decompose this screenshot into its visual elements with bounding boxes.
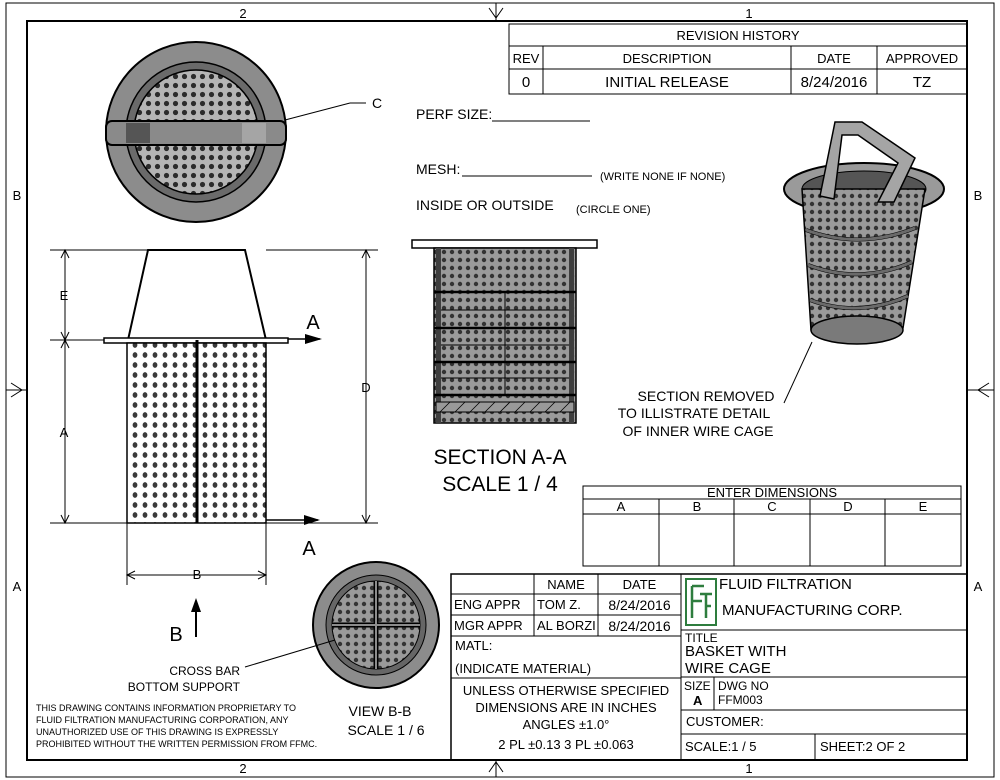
- dwg-no-value: FFM003: [718, 693, 763, 707]
- section-arrow-label-upper: A: [306, 312, 320, 334]
- cross-bar-note-line1: CROSS BAR: [169, 664, 240, 678]
- size-value: A: [693, 693, 703, 708]
- proprietary-line4: PROHIBITED WITHOUT THE WRITTEN PERMISSIO…: [36, 739, 317, 749]
- tolerance-line3: ANGLES ±1.0°: [522, 717, 610, 732]
- zone-labels: 2 1 2 1 B B A A: [13, 6, 983, 776]
- scale-label: SCALE:1 / 5: [685, 739, 757, 754]
- view-bb-scale: SCALE 1 / 6: [347, 722, 424, 738]
- section-scale: SCALE 1 / 4: [442, 473, 558, 496]
- section-title: SECTION A-A: [433, 446, 566, 469]
- description-value: INITIAL RELEASE: [605, 74, 729, 91]
- isometric-view: [783, 121, 945, 404]
- top-view: [105, 41, 366, 223]
- eng-appr-date: 8/24/2016: [608, 596, 671, 613]
- mesh-note: (WRITE NONE IF NONE): [600, 171, 725, 183]
- dim-header-e: E: [919, 499, 928, 514]
- date-value: 8/24/2016: [801, 74, 868, 91]
- mgr-appr-date: 8/24/2016: [608, 617, 671, 634]
- mgr-appr-label: MGR APPR: [454, 618, 523, 633]
- customer-label: CUSTOMER:: [686, 714, 764, 729]
- date-header: DATE: [817, 51, 851, 66]
- iso-note-line3: OF INNER WIRE CAGE: [623, 423, 774, 439]
- zone-right-upper: B: [974, 188, 983, 203]
- mesh-label: MESH:: [416, 161, 460, 177]
- dim-header-b: B: [693, 499, 702, 514]
- side-view: [50, 248, 378, 637]
- iso-note-line2: TO ILLISTRATE DETAIL: [618, 405, 771, 421]
- enter-dimensions-title: ENTER DIMENSIONS: [707, 485, 837, 500]
- eng-appr-label: ENG APPR: [454, 597, 521, 612]
- title-block: [450, 573, 968, 761]
- material-label: MATL:: [455, 638, 493, 653]
- tolerance-line1: UNLESS OTHERWISE SPECIFIED: [462, 683, 670, 698]
- view-bb-title: VIEW B-B: [348, 703, 411, 719]
- zone-top-right: 1: [745, 6, 752, 21]
- zone-left-lower: A: [13, 579, 22, 594]
- size-label: SIZE: [684, 679, 711, 693]
- rev-header: REV: [513, 51, 540, 66]
- section-arrow-label-lower: A: [302, 538, 316, 560]
- company-name-line2: MANUFACTURING CORP.: [722, 602, 903, 619]
- zone-bottom-right: 1: [745, 761, 752, 776]
- enter-dimensions-table: [582, 485, 962, 567]
- proprietary-line2: FLUID FILTRATION MANUFACTURING CORPORATI…: [36, 715, 289, 725]
- date-header-approvals: DATE: [622, 576, 657, 592]
- zone-left-upper: B: [13, 188, 22, 203]
- approved-value: TZ: [913, 74, 931, 91]
- dim-b-label: B: [193, 567, 202, 582]
- inside-outside-note: (CIRCLE ONE): [576, 204, 651, 216]
- dim-e-label: E: [60, 288, 69, 303]
- mgr-appr-name: AL BORZI: [537, 618, 596, 633]
- description-header: DESCRIPTION: [623, 51, 712, 66]
- section-a-a-view: [411, 239, 598, 424]
- revision-history-title: REVISION HISTORY: [676, 28, 799, 43]
- sheet-label: SHEET:2 OF 2: [820, 739, 906, 754]
- callout-c: C: [372, 95, 382, 111]
- revision-history-table: [508, 23, 968, 95]
- proprietary-line3: UNAUTHORIZED USE OF THIS DRAWING IS EXPR…: [36, 727, 278, 737]
- dim-header-c: C: [767, 499, 776, 514]
- view-arrow-label: B: [169, 624, 182, 646]
- zone-bottom-left: 2: [239, 761, 246, 776]
- proprietary-line1: THIS DRAWING CONTAINS INFORMATION PROPRI…: [36, 703, 296, 713]
- dim-d-label: D: [361, 380, 370, 395]
- view-b-b: [244, 561, 440, 689]
- perf-size-label: PERF SIZE:: [416, 106, 492, 122]
- drawing-title-line1: BASKET WITH: [685, 643, 787, 660]
- iso-note-line1: SECTION REMOVED: [638, 388, 775, 404]
- company-logo: [685, 578, 717, 626]
- zone-top-left: 2: [239, 6, 246, 21]
- material-value: (INDICATE MATERIAL): [455, 661, 592, 676]
- dim-header-d: D: [843, 499, 852, 514]
- dim-a-label: A: [60, 425, 69, 440]
- dwg-no-label: DWG NO: [718, 679, 769, 693]
- inside-outside-label: INSIDE OR OUTSIDE: [416, 197, 554, 213]
- tolerance-line4: 2 PL ±0.13 3 PL ±0.063: [498, 737, 634, 752]
- title-label: TITLE: [685, 631, 718, 645]
- eng-appr-name: TOM Z.: [537, 597, 581, 612]
- drawing-title-line2: WIRE CAGE: [685, 660, 771, 677]
- approved-header: APPROVED: [886, 51, 958, 66]
- company-name-line1: FLUID FILTRATION: [719, 576, 852, 593]
- tolerance-line2: DIMENSIONS ARE IN INCHES: [475, 700, 657, 715]
- rev-value: 0: [522, 74, 530, 91]
- dim-header-a: A: [617, 499, 626, 514]
- cross-bar-note-line2: BOTTOM SUPPORT: [128, 680, 241, 694]
- zone-right-lower: A: [974, 579, 983, 594]
- name-header: NAME: [547, 576, 585, 592]
